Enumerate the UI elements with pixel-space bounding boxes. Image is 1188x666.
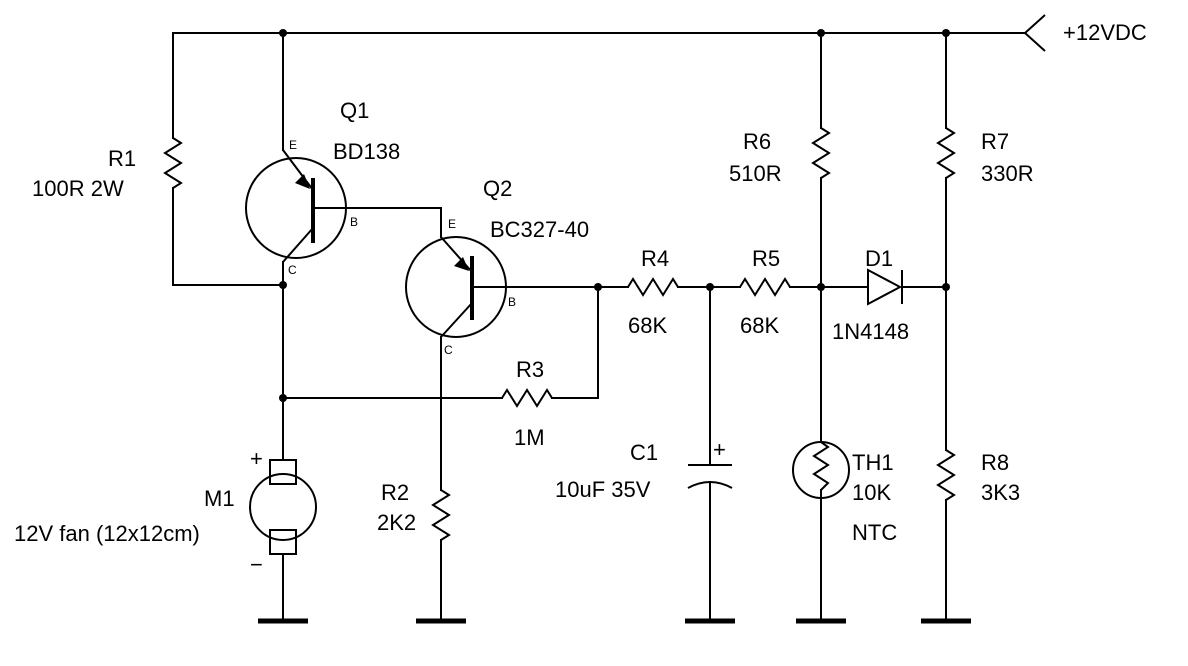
r4-ref: R4 [641, 246, 669, 271]
resistor-r6 [811, 32, 831, 441]
r7-value: 330R [981, 161, 1034, 186]
resistor-r7 [936, 32, 956, 451]
r3-ref: R3 [516, 357, 544, 382]
q2-part: BC327-40 [490, 217, 589, 242]
r6-value: 510R [729, 161, 782, 186]
r8-ref: R8 [981, 450, 1009, 475]
q2-pin-c: C [444, 343, 453, 357]
r8-value: 3K3 [981, 480, 1020, 505]
supply-label: +12VDC [1063, 20, 1147, 45]
r3-value: 1M [514, 425, 545, 450]
c1-ref: C1 [630, 440, 658, 465]
r1-ref: R1 [108, 146, 136, 171]
capacitor-c1 [687, 286, 733, 621]
r2-ref: R2 [381, 480, 409, 505]
q1-part: BD138 [333, 139, 400, 164]
transistor-q1 [245, 32, 442, 286]
resistor-r8 [936, 449, 956, 621]
r2-value: 2K2 [377, 510, 416, 535]
thermistor-th1 [792, 441, 850, 621]
d1-part: 1N4148 [832, 319, 909, 344]
resistor-r1 [163, 32, 284, 286]
q1-ref: Q1 [340, 98, 369, 123]
q2-pin-b: B [508, 295, 516, 309]
r4-value: 68K [628, 313, 667, 338]
th1-type: NTC [852, 520, 897, 545]
r7-ref: R7 [981, 129, 1009, 154]
q1-pin-c: C [288, 263, 297, 277]
resistor-r4 [627, 277, 741, 297]
diode-d1 [867, 268, 947, 306]
r5-ref: R5 [752, 246, 780, 271]
q1-pin-e: E [289, 138, 297, 152]
r6-ref: R6 [743, 129, 771, 154]
resistor-r3 [282, 284, 599, 461]
c1-value: 10uF 35V [555, 477, 651, 502]
junction-dots [279, 29, 950, 402]
r5-value: 68K [740, 313, 779, 338]
th1-ref: TH1 [852, 450, 894, 475]
q2-ref: Q2 [483, 176, 512, 201]
q1-pin-b: B [350, 215, 358, 229]
c1-polarity: + [713, 437, 726, 462]
q2-pin-e: E [448, 217, 456, 231]
resistor-r2 [431, 489, 451, 621]
fan-motor-m1 [249, 459, 317, 621]
transistor-q2 [405, 207, 629, 491]
th1-value: 10K [852, 480, 891, 505]
m1-ref: M1 [204, 486, 235, 511]
m1-minus: − [250, 552, 263, 577]
r1-value: 100R 2W [32, 176, 124, 201]
supply-rail [172, 14, 1046, 52]
m1-desc: 12V fan (12x12cm) [14, 521, 200, 546]
m1-plus: + [250, 446, 263, 471]
resistor-r5 [739, 277, 867, 297]
d1-ref: D1 [865, 246, 893, 271]
